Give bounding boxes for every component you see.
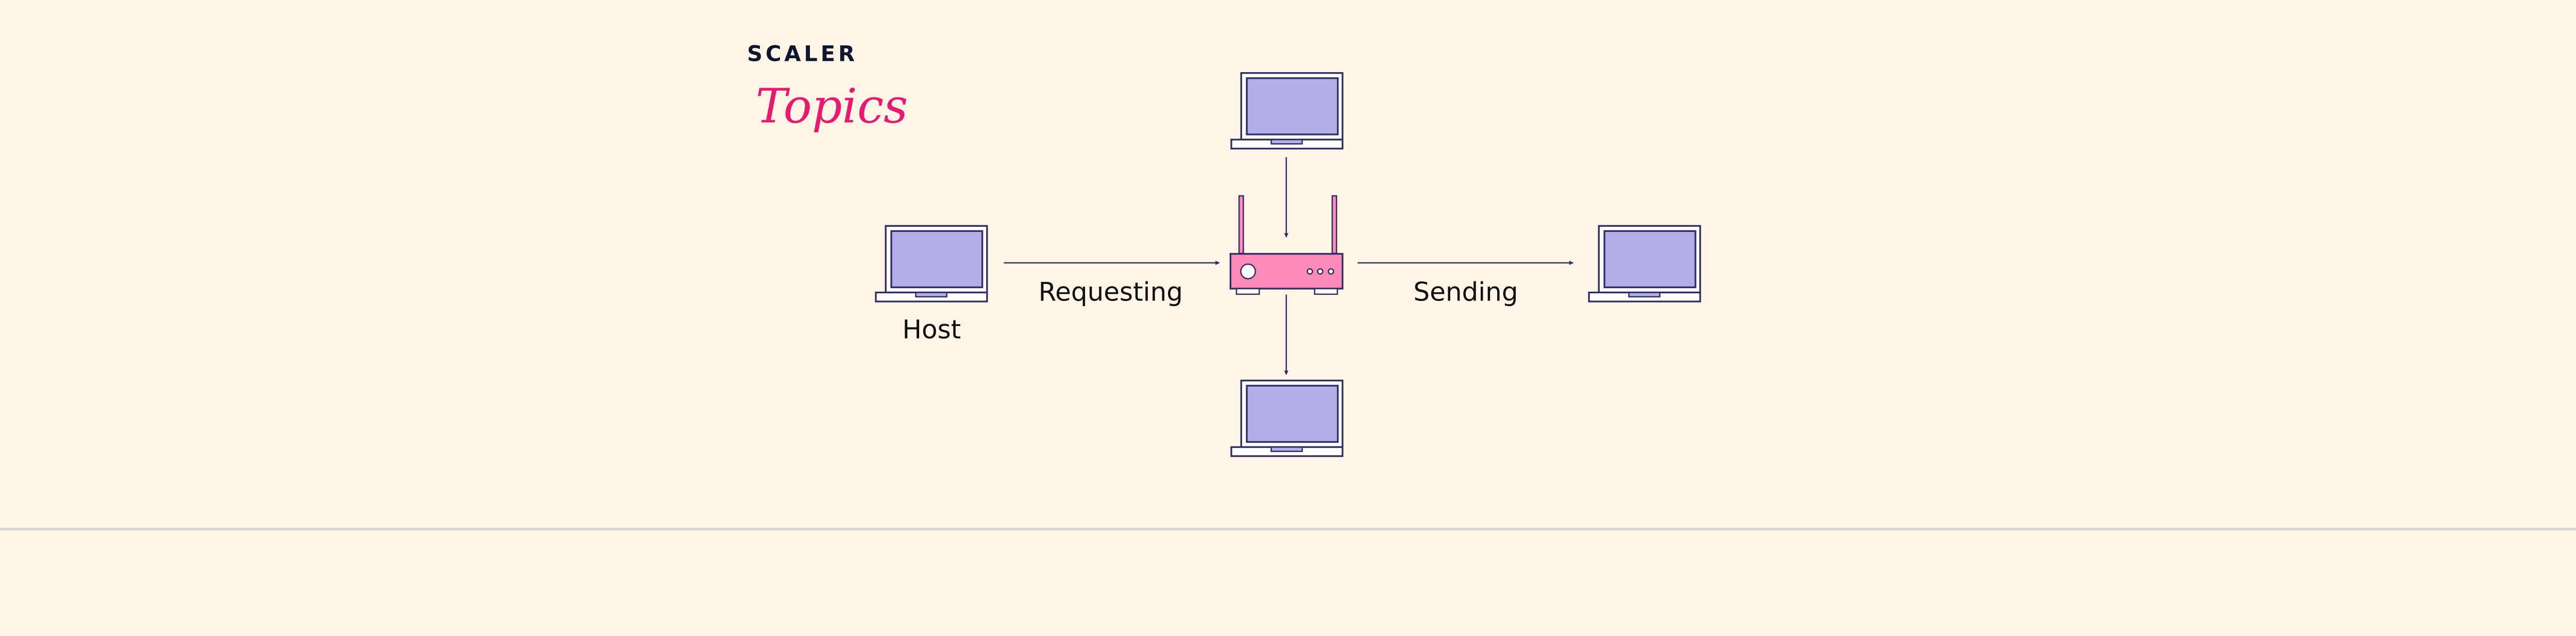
host-laptop-icon [875,225,988,303]
sending-label: Sending [1413,277,1518,307]
network-diagram: SCALER Topics Host Requesting Sending [747,41,1701,457]
logo-scaler-text: SCALER [747,41,858,66]
top-laptop-icon [1230,72,1344,149]
requesting-label: Requesting [1039,277,1183,307]
bottom-laptop-icon [1230,379,1344,457]
router-icon [1229,195,1344,295]
host-label: Host [902,315,961,345]
right-laptop-icon [1588,225,1701,303]
logo-topics-text: Topics [756,78,908,133]
bottom-divider [0,528,2576,531]
scaler-topics-logo: SCALER Topics [747,41,908,133]
